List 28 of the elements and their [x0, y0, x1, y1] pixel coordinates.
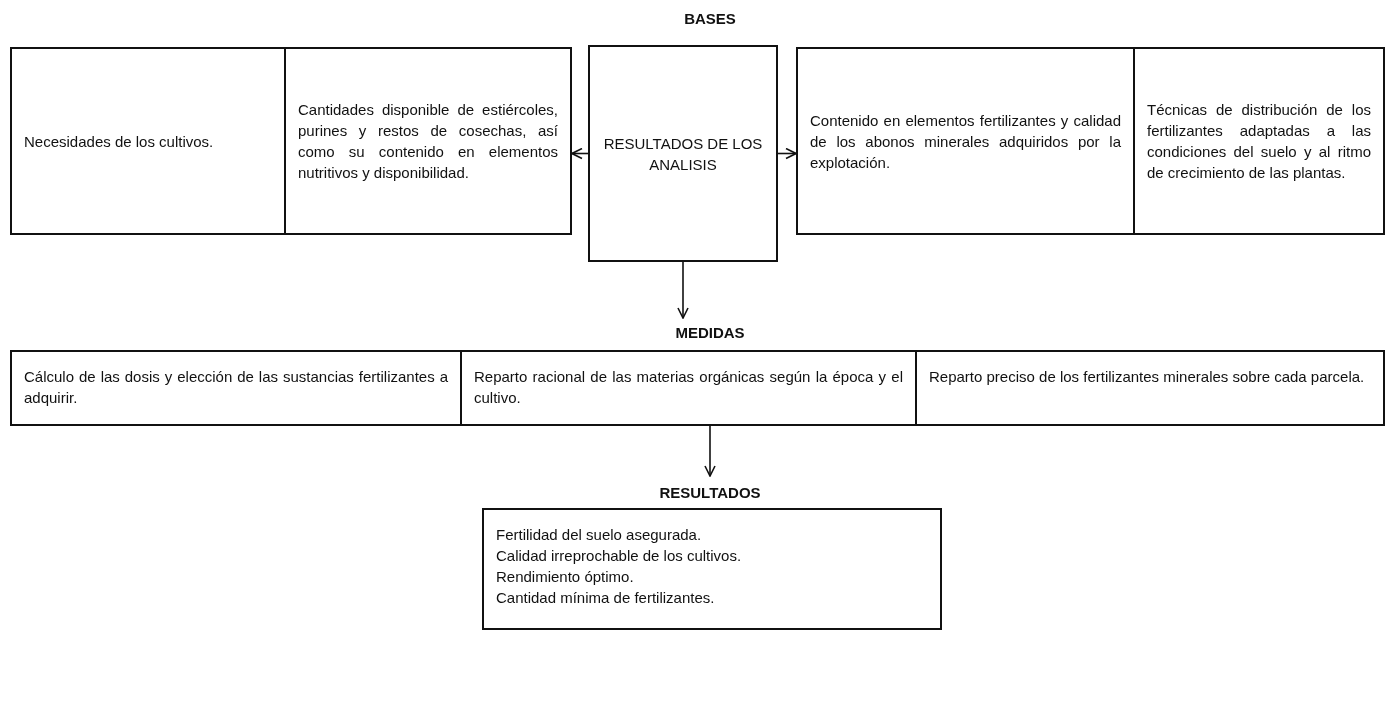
text-box: [10, 350, 462, 426]
text-box: [588, 45, 778, 262]
box-text: Cálculo de las dosis y elección de las sustancias fertilizantes a adquirir.: [24, 367, 448, 408]
arrow: [704, 425, 716, 477]
box-text: Cantidad mínima de fertilizantes.: [496, 588, 716, 608]
box-text: Técnicas de distribución de los fertilizantes adaptadas a las condiciones del suelo y al ritmo de crecimiento de las plantas.: [1147, 100, 1371, 183]
arrow: [777, 147, 797, 160]
box-text: Contenido en elementos fertilizantes y calidad de los abonos minerales adquiridos por la explotación.: [810, 110, 1121, 173]
section-heading: MEDIDAS: [675, 324, 745, 341]
box-text: Necesidades de los cultivos.: [24, 131, 215, 152]
box-text: Fertilidad del suelo asegurada.: [496, 525, 703, 545]
arrow: [571, 147, 589, 160]
text-box: [284, 47, 572, 235]
box-text: Reparto preciso de los fertilizantes minerales sobre cada parcela.: [929, 367, 1366, 387]
box-text: Calidad irreprochable de los cultivos.: [496, 546, 743, 566]
text-box: [796, 47, 1135, 235]
text-box: [10, 47, 286, 235]
section-heading: BASES: [684, 10, 736, 27]
box-text: Rendimiento óptimo.: [496, 567, 635, 587]
text-box: [482, 508, 942, 630]
box-text: Reparto racional de las materias orgánicas según la época y el cultivo.: [474, 367, 903, 408]
box-text: RESULTADOS DE LOS ANALISIS: [602, 133, 764, 175]
arrow: [677, 261, 689, 319]
text-box: [915, 350, 1385, 426]
text-box: [1133, 47, 1385, 235]
box-text: Cantidades disponible de estiércoles, purines y restos de cosechas, así como su contenido en elementos nutritivos y disponibilidad.: [298, 100, 558, 183]
text-box: [460, 350, 917, 426]
section-heading: RESULTADOS: [659, 484, 761, 501]
